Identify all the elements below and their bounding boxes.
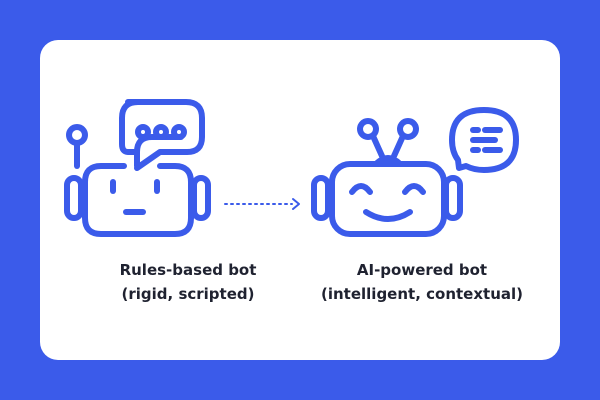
content-card: Rules-based bot (rigid, scripted) AI-pow…	[40, 40, 560, 360]
text-lines-speech-bubble-icon	[449, 107, 519, 173]
ai-bot-icon	[311, 118, 463, 237]
ai-bot-subtitle: (intelligent, contextual)	[321, 285, 523, 303]
dotted-arrow-icon	[224, 198, 300, 210]
rules-bot-subtitle: (rigid, scripted)	[121, 285, 255, 303]
ai-bot-caption: AI-powered bot (intelligent, contextual)	[302, 258, 542, 306]
rules-bot-title: Rules-based bot	[119, 261, 257, 279]
rules-bot-caption: Rules-based bot (rigid, scripted)	[68, 258, 308, 306]
rules-bot-icon	[64, 124, 211, 237]
ai-bot-title: AI-powered bot	[356, 261, 488, 279]
ellipsis-speech-bubble-icon	[119, 99, 205, 171]
bot-comparison-illustration	[64, 99, 519, 237]
